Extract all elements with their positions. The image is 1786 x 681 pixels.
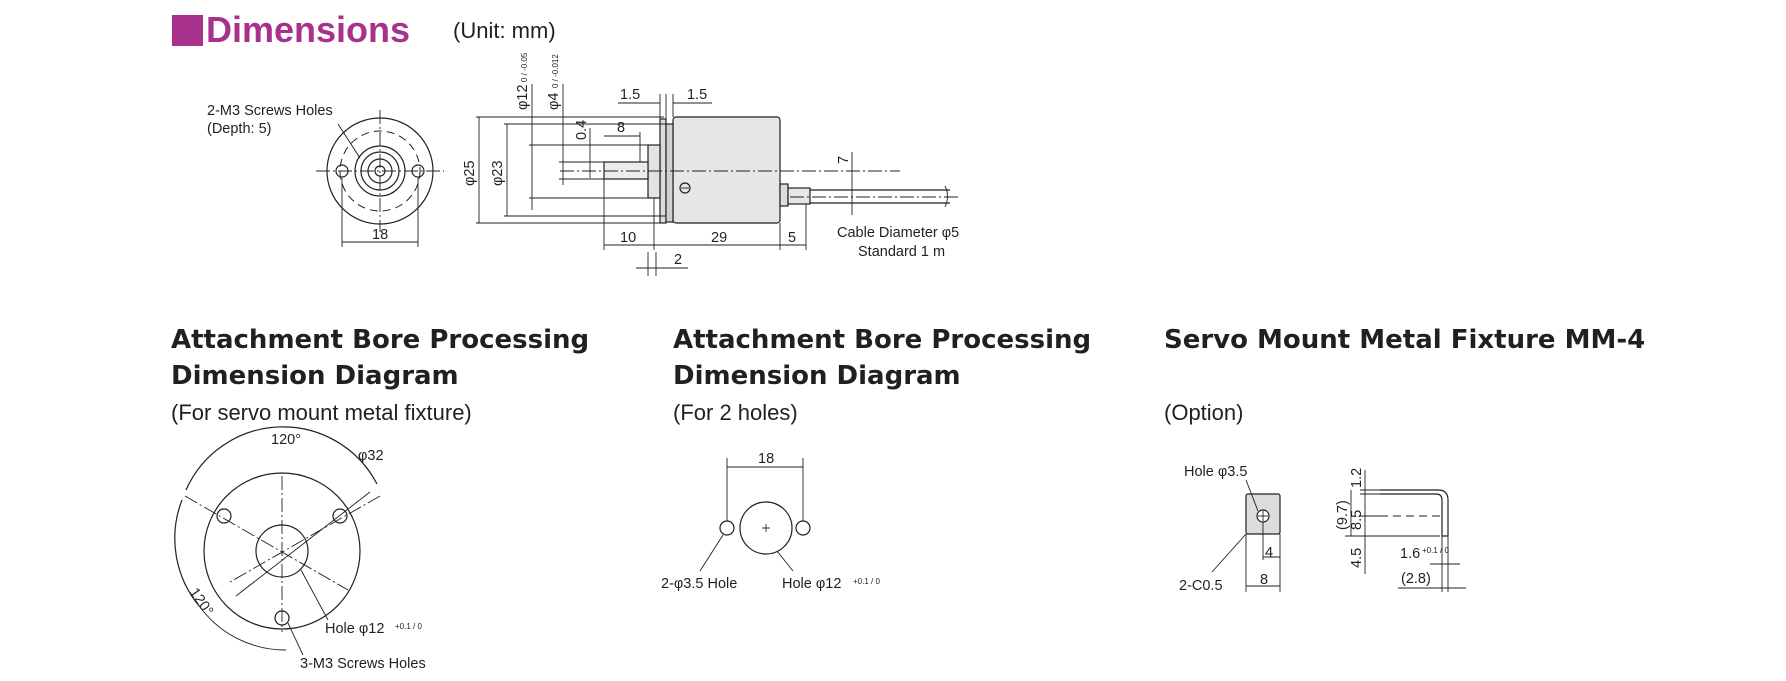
flange-plate-2: [665, 123, 674, 223]
two-hole-diagram: 18 2-φ3.5 Hole Hole φ12 +0.1 / 0: [661, 451, 880, 592]
d97-label: (9.7): [1335, 500, 1351, 530]
cable: [810, 189, 950, 204]
heading-line: Attachment Bore Processing: [171, 325, 590, 355]
servo-bore-diagram: 120° 120° φ32 Hole φ12 +0.1 / 0 3-M3 Scr…: [174, 426, 426, 672]
outer-arc-bottom: [199, 606, 287, 651]
outer-arc-top: [185, 426, 378, 491]
dim4-label: 4: [1265, 545, 1273, 561]
flat-label: 0.4: [574, 120, 590, 140]
pcd-circle: [203, 472, 361, 630]
section-heading-servo-bore: Attachment Bore Processing Dimension Dia…: [171, 322, 589, 394]
cable-gland-2: [787, 187, 811, 205]
section-heading-fixture: Servo Mount Metal Fixture MM-4: [1164, 322, 1645, 358]
d12-tol: 0 / -0.05: [520, 52, 529, 82]
dimensions-header: Dimensions: [172, 9, 410, 51]
d4-tol: 0 / -0.012: [551, 54, 560, 88]
hole-label: Hole φ12: [325, 621, 384, 637]
d16-label: 1.6: [1400, 546, 1420, 562]
d85-label: 8.5: [1349, 510, 1365, 530]
two-hole-bore: [739, 501, 793, 555]
cable-gland-1: [779, 183, 789, 207]
flat-len-label: 8: [617, 120, 625, 136]
gland-len-label: 5: [788, 230, 796, 246]
shaft-len-label: 10: [620, 230, 636, 246]
screw-leader: [287, 622, 304, 656]
fixture-side: [1380, 489, 1449, 537]
bore-tol: +0.1 / 0: [853, 577, 880, 586]
fixture-diagram: Hole φ3.5 2-C0.5 4 8 1.2 (9.7) 8.5 4.5 1…: [1179, 464, 1466, 594]
d25-label: φ25: [462, 160, 478, 186]
fixture-hole-label: Hole φ3.5: [1184, 464, 1247, 480]
small-hole-leader: [699, 534, 724, 572]
encoder-side-view: 1.5 1.5 φ25 φ23 φ12 0 / -0.05 φ4 0 / -0.…: [462, 52, 960, 276]
heading-line: Dimension Diagram: [171, 361, 459, 391]
screws-label: 3-M3 Screws Holes: [300, 656, 426, 672]
flange-left-label: 1.5: [620, 87, 640, 103]
cable-length-label: Standard 1 m: [858, 244, 945, 260]
body-housing: [672, 116, 781, 224]
d45-label: 4.5: [1349, 548, 1365, 568]
heading-line: Dimension Diagram: [673, 361, 961, 391]
outer-arc-left: [174, 499, 201, 608]
hole-tol: +0.1 / 0: [395, 622, 422, 631]
bore-leader: [776, 550, 794, 572]
dim8-label: 8: [1260, 572, 1268, 588]
unit-label: (Unit: mm): [453, 18, 556, 43]
small-holes-label: 2-φ3.5 Hole: [661, 576, 737, 592]
bore-centerline-1: [184, 495, 349, 591]
front-pitch-circle: [339, 130, 421, 212]
shaft: [603, 161, 649, 180]
bore-label: Hole φ12: [782, 576, 841, 592]
section-sub-two-hole: (For 2 holes): [673, 400, 798, 425]
heading-line: Attachment Bore Processing: [673, 325, 1092, 355]
cable-break: [944, 185, 948, 208]
boss: [647, 144, 661, 199]
two-hole-small-left: [719, 520, 735, 536]
pcd-dim-line: [235, 491, 371, 597]
screw-hole-1: [216, 508, 232, 524]
body-len-label: 29: [711, 230, 727, 246]
section-heading-two-hole: Attachment Bore Processing Dimension Dia…: [673, 322, 1091, 394]
front-leader: [337, 123, 361, 159]
front-depth-label: (Depth: 5): [207, 121, 271, 137]
hole-leader: [300, 569, 329, 621]
d12-label: φ12: [515, 84, 531, 110]
section-sub-servo-bore: (For servo mount metal fixture): [171, 400, 472, 425]
d4-label: φ4: [546, 93, 562, 110]
page-title: Dimensions: [206, 9, 411, 50]
two-hole-small-right: [795, 520, 811, 536]
angle-top-label: 120°: [271, 432, 301, 448]
cable-diameter-label: Cable Diameter φ5: [837, 225, 959, 241]
encoder-front-view: 2-M3 Screws Holes (Depth: 5) 18: [207, 103, 444, 247]
title-marker: [172, 14, 203, 46]
front-width-label: 18: [372, 227, 388, 243]
flange-right-label: 1.5: [687, 87, 707, 103]
chamfer-leader: [1211, 533, 1247, 573]
angle-left-label: 120°: [186, 585, 216, 619]
section-sub-fixture: (Option): [1164, 400, 1244, 425]
fixture-hole-leader: [1245, 479, 1259, 512]
d28-label: (2.8): [1401, 571, 1431, 587]
d23-label: φ23: [490, 160, 506, 186]
d16-tol: +0.1 / 0: [1422, 546, 1449, 555]
pcd-label: φ32: [358, 448, 384, 464]
cable-offset-label: 7: [836, 156, 852, 164]
chamfer-label: 2-C0.5: [1179, 578, 1223, 594]
spacing-label: 18: [758, 451, 774, 467]
front-holes-label: 2-M3 Screws Holes: [207, 103, 333, 119]
ground-screw: [679, 182, 691, 194]
bore-centerline-2: [229, 495, 381, 583]
step-label: 2: [674, 252, 682, 268]
heading-line: Servo Mount Metal Fixture MM-4: [1164, 325, 1646, 355]
d12-fixture-label: 1.2: [1349, 468, 1365, 488]
screw-hole-2: [332, 508, 348, 524]
